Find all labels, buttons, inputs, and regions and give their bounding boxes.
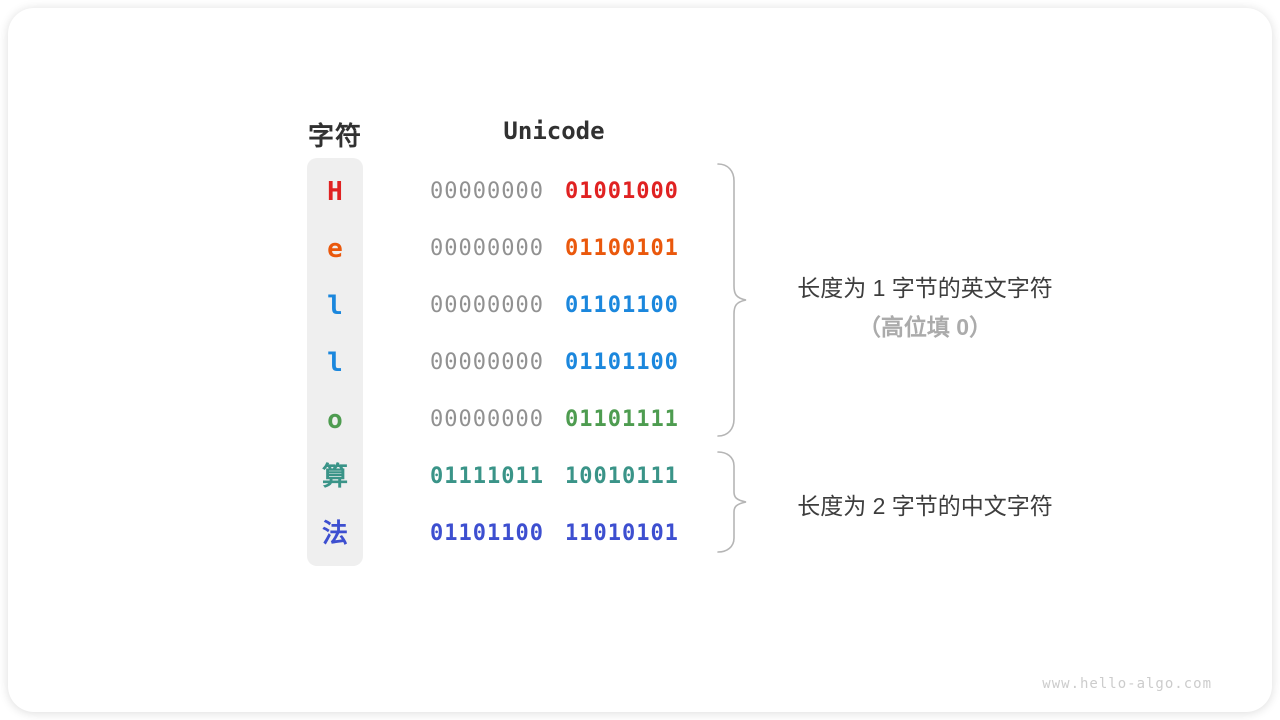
unicode-bits: 00000000 01001000 bbox=[430, 178, 679, 204]
character-cell: e bbox=[327, 233, 343, 264]
low-byte: 01001000 bbox=[564, 178, 679, 204]
low-byte: 01101111 bbox=[564, 406, 679, 432]
low-byte: 01101100 bbox=[564, 292, 679, 318]
char-column-background bbox=[307, 158, 363, 566]
character-cell: 法 bbox=[321, 518, 348, 549]
high-byte: 01101100 bbox=[430, 520, 544, 546]
table-row: 法 01101100 11010101 bbox=[307, 505, 690, 562]
low-byte: 10010111 bbox=[564, 463, 679, 489]
watermark: www.hello-algo.com bbox=[1042, 676, 1212, 692]
char-column-header: 字符 bbox=[307, 121, 362, 151]
unicode-bits: 00000000 01100101 bbox=[430, 235, 679, 261]
high-byte: 00000000 bbox=[430, 292, 544, 318]
low-byte: 11010101 bbox=[564, 520, 679, 546]
unicode-bits: 01111011 10010111 bbox=[430, 463, 679, 489]
unicode-bits: 00000000 01101100 bbox=[430, 292, 679, 318]
annotation-english-group-line1: 长度为 1 字节的英文字符 bbox=[797, 275, 1053, 301]
character-cell: 算 bbox=[321, 461, 348, 492]
character-cell: l bbox=[327, 347, 343, 378]
unicode-bits: 00000000 01101111 bbox=[430, 406, 679, 432]
table-row: o 00000000 01101111 bbox=[307, 391, 690, 448]
high-byte: 00000000 bbox=[430, 406, 544, 432]
brace-chinese-group bbox=[717, 451, 747, 553]
table-row: l 00000000 01101100 bbox=[307, 334, 690, 391]
high-byte: 00000000 bbox=[430, 178, 544, 204]
table-row: l 00000000 01101100 bbox=[307, 277, 690, 334]
low-byte: 01101100 bbox=[564, 349, 679, 375]
diagram-card bbox=[8, 8, 1272, 712]
table-row: e 00000000 01100101 bbox=[307, 220, 690, 277]
annotation-english-group-line2: （高位填 0） bbox=[857, 314, 993, 340]
table-row: 算 01111011 10010111 bbox=[307, 448, 690, 505]
character-cell: H bbox=[327, 176, 343, 207]
high-byte: 00000000 bbox=[430, 349, 544, 375]
unicode-column-header: Unicode bbox=[503, 117, 605, 145]
table-row: H 00000000 01001000 bbox=[307, 163, 690, 220]
annotation-chinese-group-line1: 长度为 2 字节的中文字符 bbox=[797, 493, 1053, 519]
character-cell: o bbox=[327, 404, 343, 435]
low-byte: 01100101 bbox=[564, 235, 679, 261]
high-byte: 00000000 bbox=[430, 235, 544, 261]
unicode-bits: 00000000 01101100 bbox=[430, 349, 679, 375]
character-cell: l bbox=[327, 290, 343, 321]
rows-container: H 00000000 01001000 e 00000000 01100101 l 00000… bbox=[307, 163, 690, 562]
unicode-bits: 01101100 11010101 bbox=[430, 520, 679, 546]
brace-english-group bbox=[717, 163, 747, 437]
high-byte: 01111011 bbox=[430, 463, 544, 489]
